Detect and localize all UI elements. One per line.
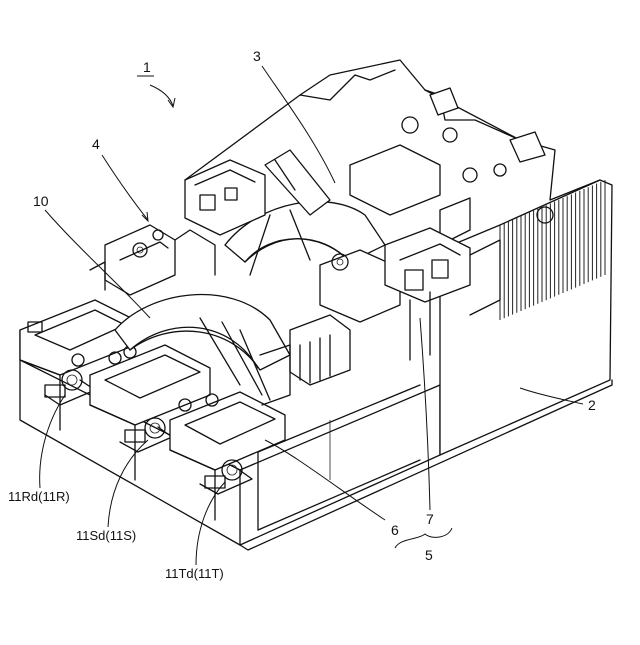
label-cover-mechanism: 3: [253, 48, 261, 64]
label-terminal-r: 11Rd(11R): [8, 489, 70, 504]
breaker-body: [20, 60, 612, 550]
label-assembly: 5: [425, 547, 433, 563]
handle-mechanism: [90, 225, 215, 295]
label-case: 2: [588, 397, 596, 413]
label-part-6: 6: [391, 522, 399, 538]
label-5: 5: [395, 528, 452, 563]
label-terminal-s: 11Sd(11S): [76, 528, 136, 543]
label-part-7: 7: [426, 511, 434, 527]
label-terminal-t: 11Td(11T): [165, 566, 224, 581]
label-handle-mechanism: 4: [92, 136, 100, 152]
label-device-number: 1: [143, 59, 151, 75]
label-4: 4: [92, 136, 148, 221]
label-1: 1: [137, 59, 175, 107]
label-arc-part: 10: [33, 193, 49, 209]
